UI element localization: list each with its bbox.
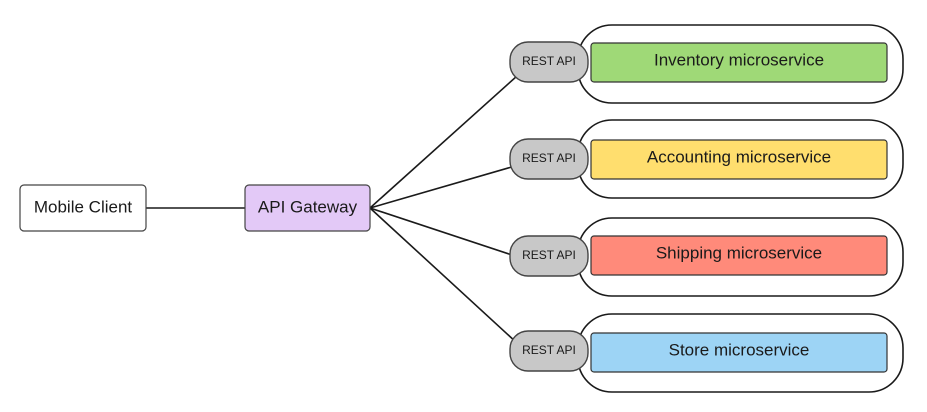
service-group-shipping: REST API Shipping microservice bbox=[509, 217, 904, 297]
service-label: Inventory microservice bbox=[654, 50, 824, 69]
connector-gateway-shipping bbox=[369, 207, 516, 257]
api-gateway-label: API Gateway bbox=[258, 197, 358, 216]
service-box bbox=[590, 139, 888, 180]
rest-api-pill bbox=[509, 138, 589, 180]
rest-api-pill bbox=[509, 235, 589, 277]
service-box bbox=[590, 235, 888, 276]
service-label: Store microservice bbox=[669, 340, 810, 359]
service-group-store: REST API Store microservice bbox=[509, 313, 904, 393]
service-label: Accounting microservice bbox=[647, 147, 831, 166]
mobile-client-label: Mobile Client bbox=[34, 197, 133, 216]
connector-gateway-store bbox=[369, 207, 518, 344]
rest-api-pill bbox=[509, 41, 589, 83]
connectors bbox=[146, 75, 518, 344]
mobile-client-node: Mobile Client bbox=[19, 184, 147, 232]
service-label: Shipping microservice bbox=[656, 243, 822, 262]
mobile-client-box bbox=[19, 184, 147, 232]
rest-api-pill bbox=[509, 330, 589, 372]
service-box bbox=[590, 42, 888, 83]
api-gateway-box bbox=[244, 184, 371, 232]
rest-api-label: REST API bbox=[522, 54, 576, 68]
service-group-accounting: REST API Accounting microservice bbox=[509, 119, 904, 199]
connector-gateway-accounting bbox=[369, 165, 516, 209]
rest-api-label: REST API bbox=[522, 248, 576, 262]
service-box bbox=[590, 332, 888, 373]
service-group-inventory: REST API Inventory microservice bbox=[509, 24, 904, 104]
api-gateway-node: API Gateway bbox=[244, 184, 371, 232]
rest-api-label: REST API bbox=[522, 343, 576, 357]
connector-gateway-inventory bbox=[369, 75, 518, 209]
rest-api-label: REST API bbox=[522, 151, 576, 165]
